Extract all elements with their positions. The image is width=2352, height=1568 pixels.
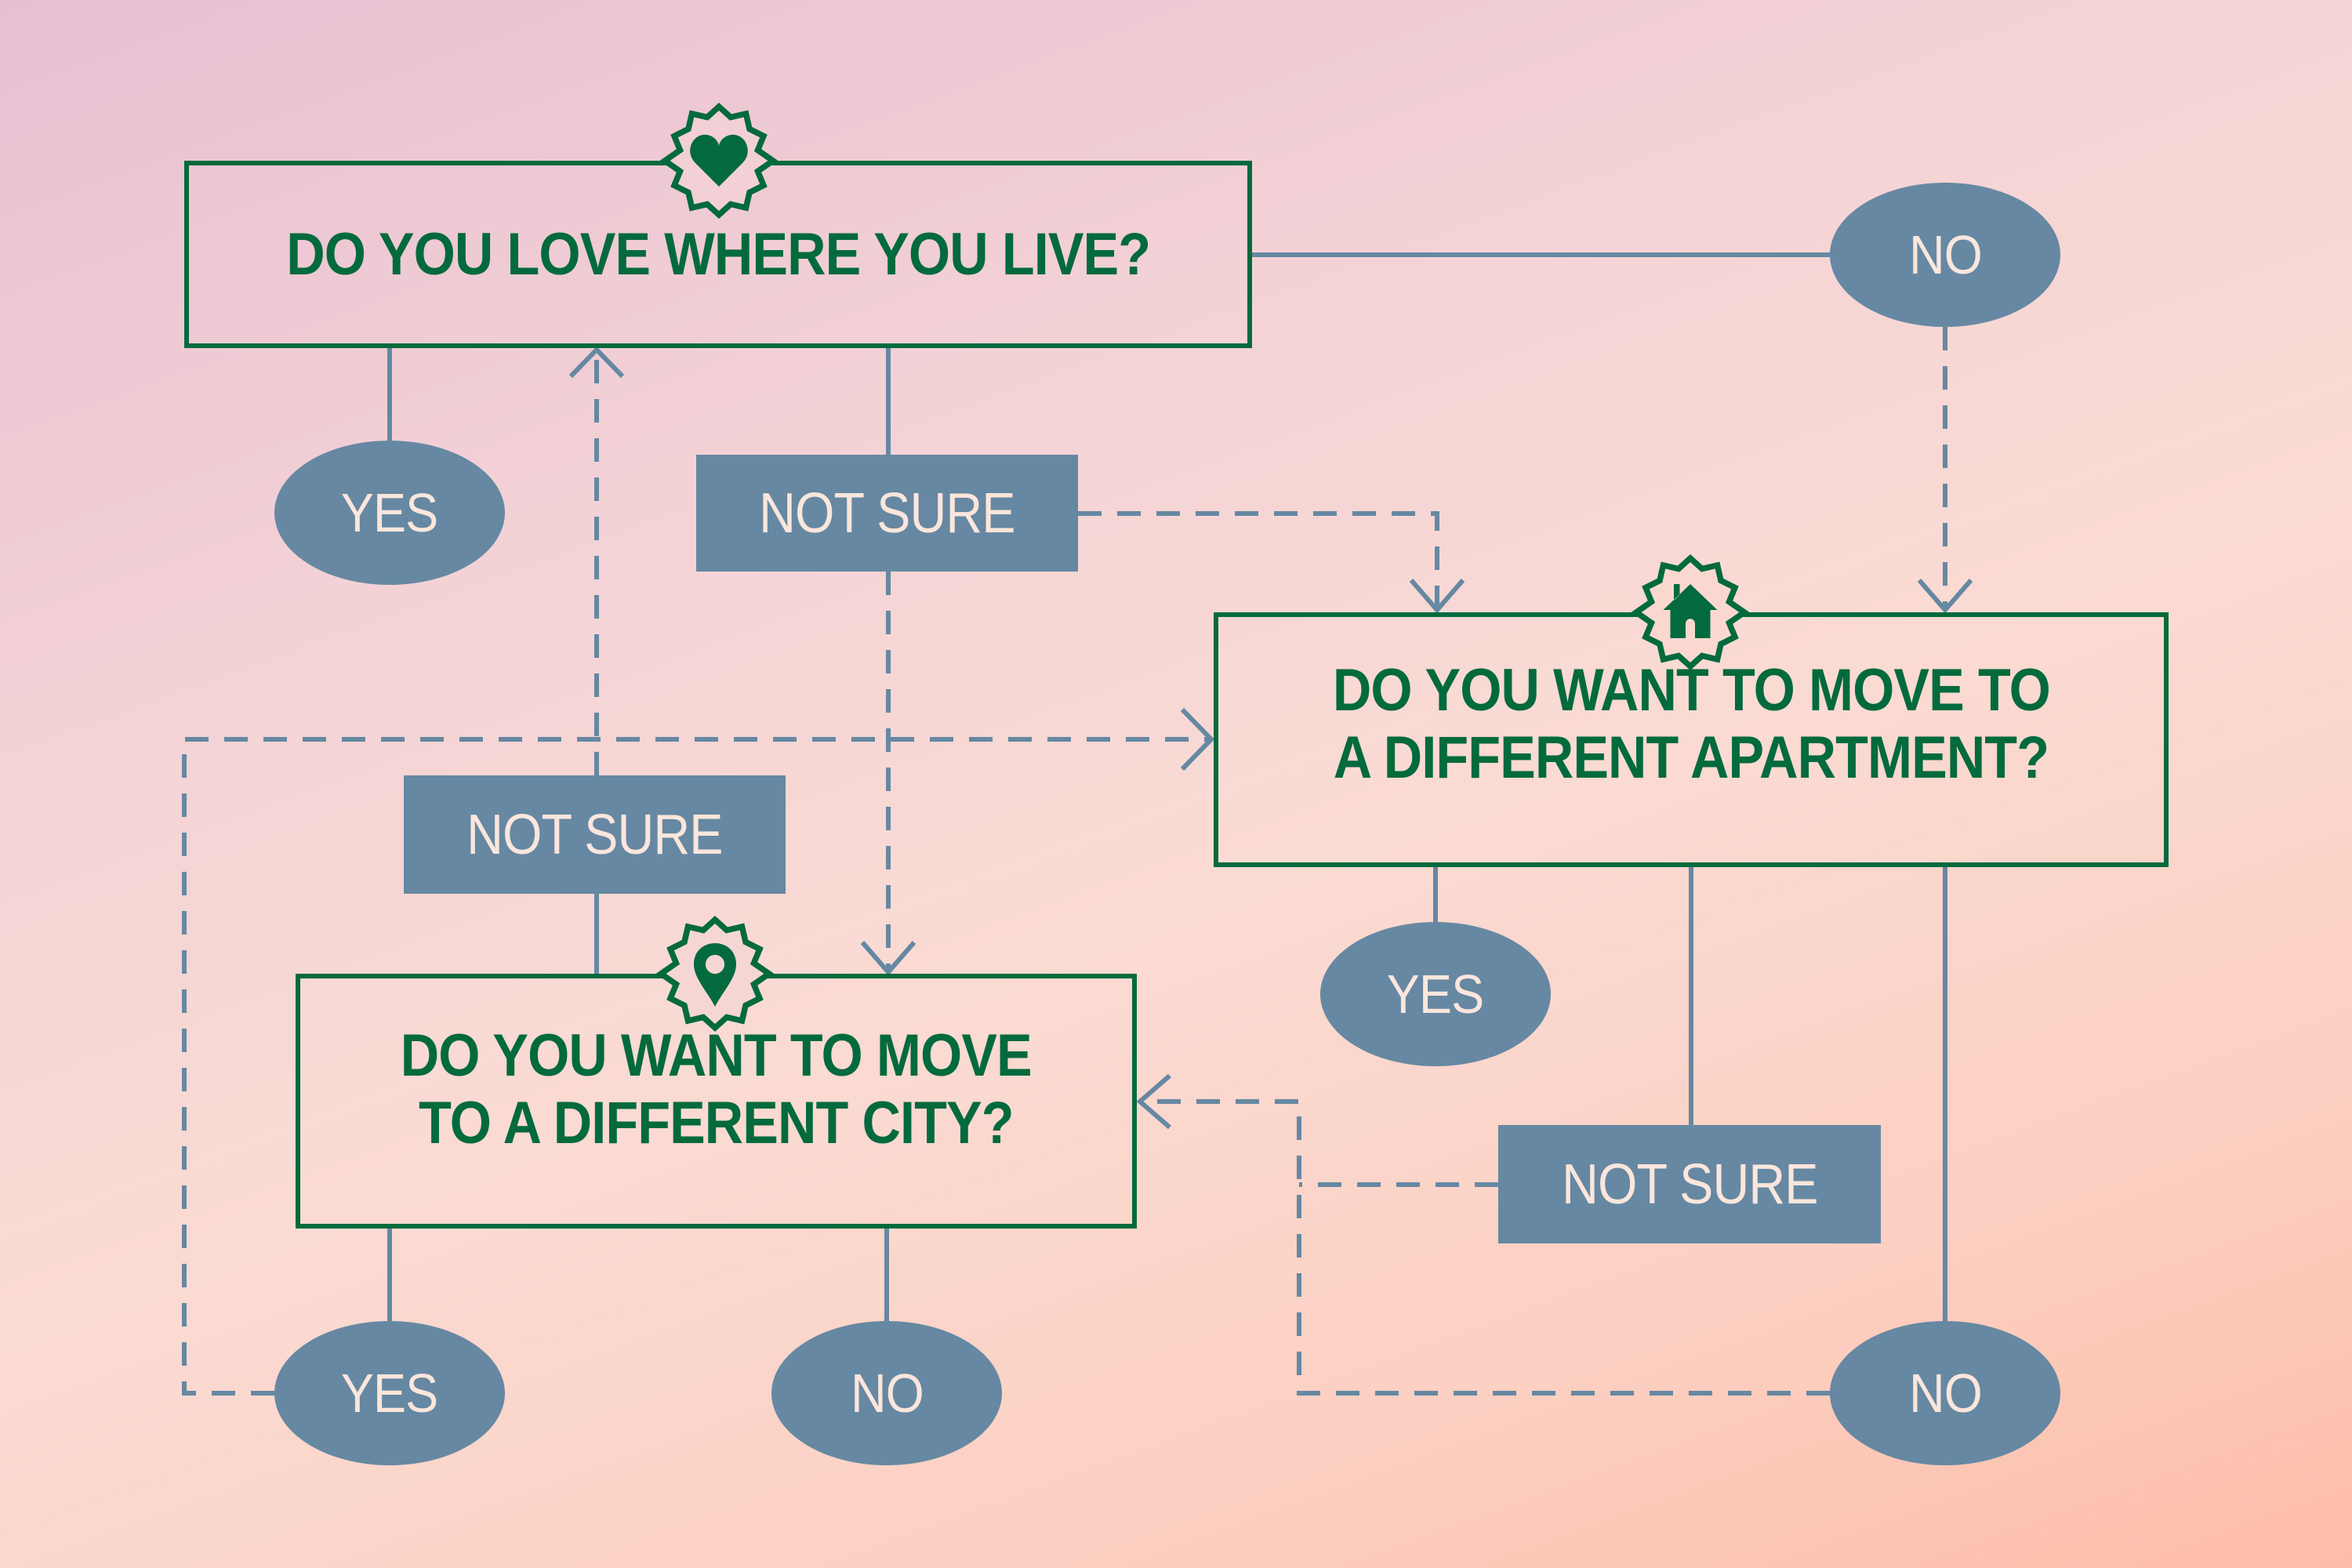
question-apartment-line2: A DIFFERENT APARTMENT?: [1333, 724, 2049, 791]
house-icon: [1632, 554, 1749, 671]
question-city-line1: DO YOU WANT TO MOVE: [400, 1022, 1033, 1089]
question-city-line2: TO A DIFFERENT CITY?: [419, 1089, 1014, 1156]
answer-city-no: NO: [771, 1321, 1002, 1465]
answer-love-yes: YES: [274, 441, 505, 585]
dashed-city-yes-to-apt: [182, 737, 1209, 1396]
answer-label: NOT SURE: [1561, 1152, 1818, 1216]
answer-label: NOT SURE: [466, 803, 723, 866]
answer-label: YES: [341, 1363, 438, 1424]
answer-city-not-sure: NOT SURE: [404, 775, 786, 894]
question-love-box: DO YOU LOVE WHERE YOU LIVE?: [184, 161, 1252, 348]
dashed-apt-no-to-city: [1140, 1099, 1830, 1396]
arrowhead-love-bottom: [568, 346, 625, 379]
answer-love-no: NO: [1830, 183, 2060, 327]
arrowhead-apt-right: [1917, 579, 1973, 614]
answer-label: NO: [1908, 1363, 1983, 1424]
answer-love-not-sure: NOT SURE: [696, 455, 1078, 572]
answer-apartment-yes: YES: [1320, 922, 1551, 1066]
answer-label: YES: [341, 482, 438, 543]
answer-city-yes: YES: [274, 1321, 505, 1465]
answer-label: NO: [1908, 224, 1983, 285]
dashed-love-notsure-to-apt: [1078, 511, 1439, 608]
question-love-text: DO YOU LOVE WHERE YOU LIVE?: [286, 220, 1151, 288]
answer-apartment-not-sure: NOT SURE: [1498, 1125, 1881, 1243]
answer-label: YES: [1387, 964, 1484, 1025]
answer-label: NOT SURE: [759, 481, 1015, 545]
arrowhead-apt-left: [1409, 579, 1465, 614]
arrowhead-apt-left-side: [1180, 707, 1215, 771]
arrowhead-city-top: [860, 941, 916, 976]
heart-icon: [660, 102, 778, 220]
answer-apartment-no: NO: [1830, 1321, 2060, 1465]
question-city-box: DO YOU WANT TO MOVE TO A DIFFERENT CITY?: [296, 974, 1137, 1229]
arrowhead-city-right-side: [1136, 1073, 1171, 1130]
answer-label: NO: [850, 1363, 924, 1424]
location-pin-icon: [656, 915, 774, 1033]
